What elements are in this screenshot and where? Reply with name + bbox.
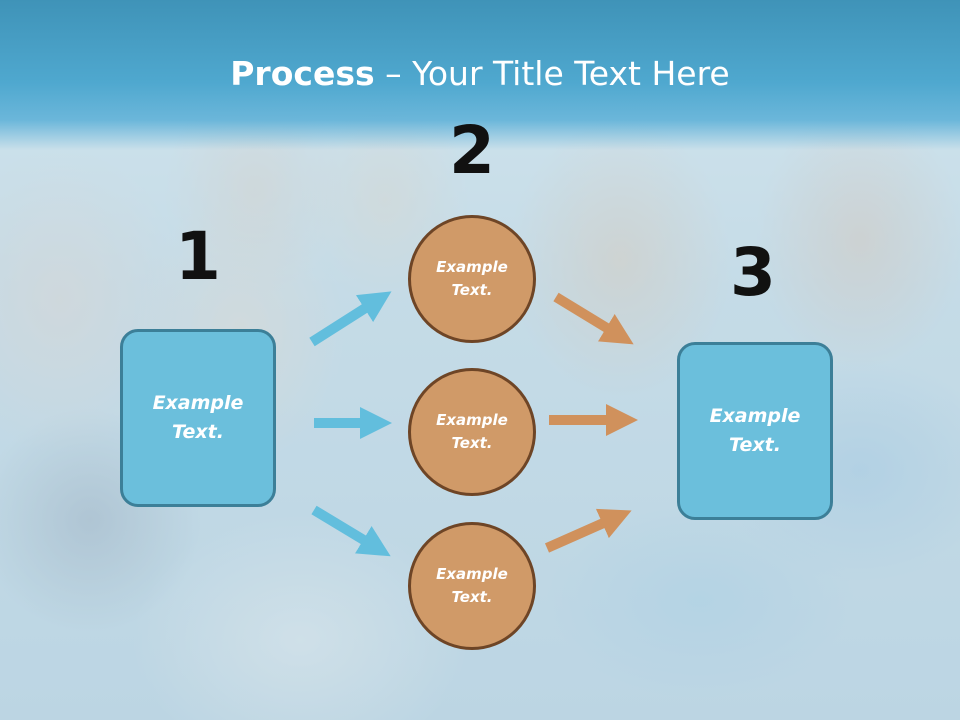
step-number-2: 2 (449, 112, 495, 189)
title-rest: Your Title Text Here (412, 54, 730, 93)
circle-bottom-line1: Example (436, 565, 508, 583)
title-bold: Process (230, 54, 375, 93)
step-number-3: 3 (730, 234, 776, 311)
arrow-left-to-bottom (311, 505, 391, 557)
circle-top-line1: Example (436, 258, 508, 276)
title-dash: – (374, 54, 413, 93)
circle-middle-line1: Example (436, 411, 508, 429)
right-box-line1: Example (709, 405, 801, 427)
left-box-line1: Example (152, 392, 244, 414)
right-box-line2: Text. (729, 434, 781, 456)
slide-title: Process – Your Title Text Here (0, 52, 960, 96)
step-number-1: 1 (175, 218, 221, 295)
title-band (0, 0, 960, 150)
arrow-top-to-right (553, 292, 634, 345)
circle-middle-line2: Text. (451, 434, 493, 452)
circle-top-line2: Text. (451, 281, 493, 299)
circle-bottom-line2: Text. (451, 588, 493, 606)
arrow-bottom-to-right (544, 508, 632, 553)
left-box-line2: Text. (172, 421, 224, 443)
arrow-left-to-top (309, 291, 392, 347)
